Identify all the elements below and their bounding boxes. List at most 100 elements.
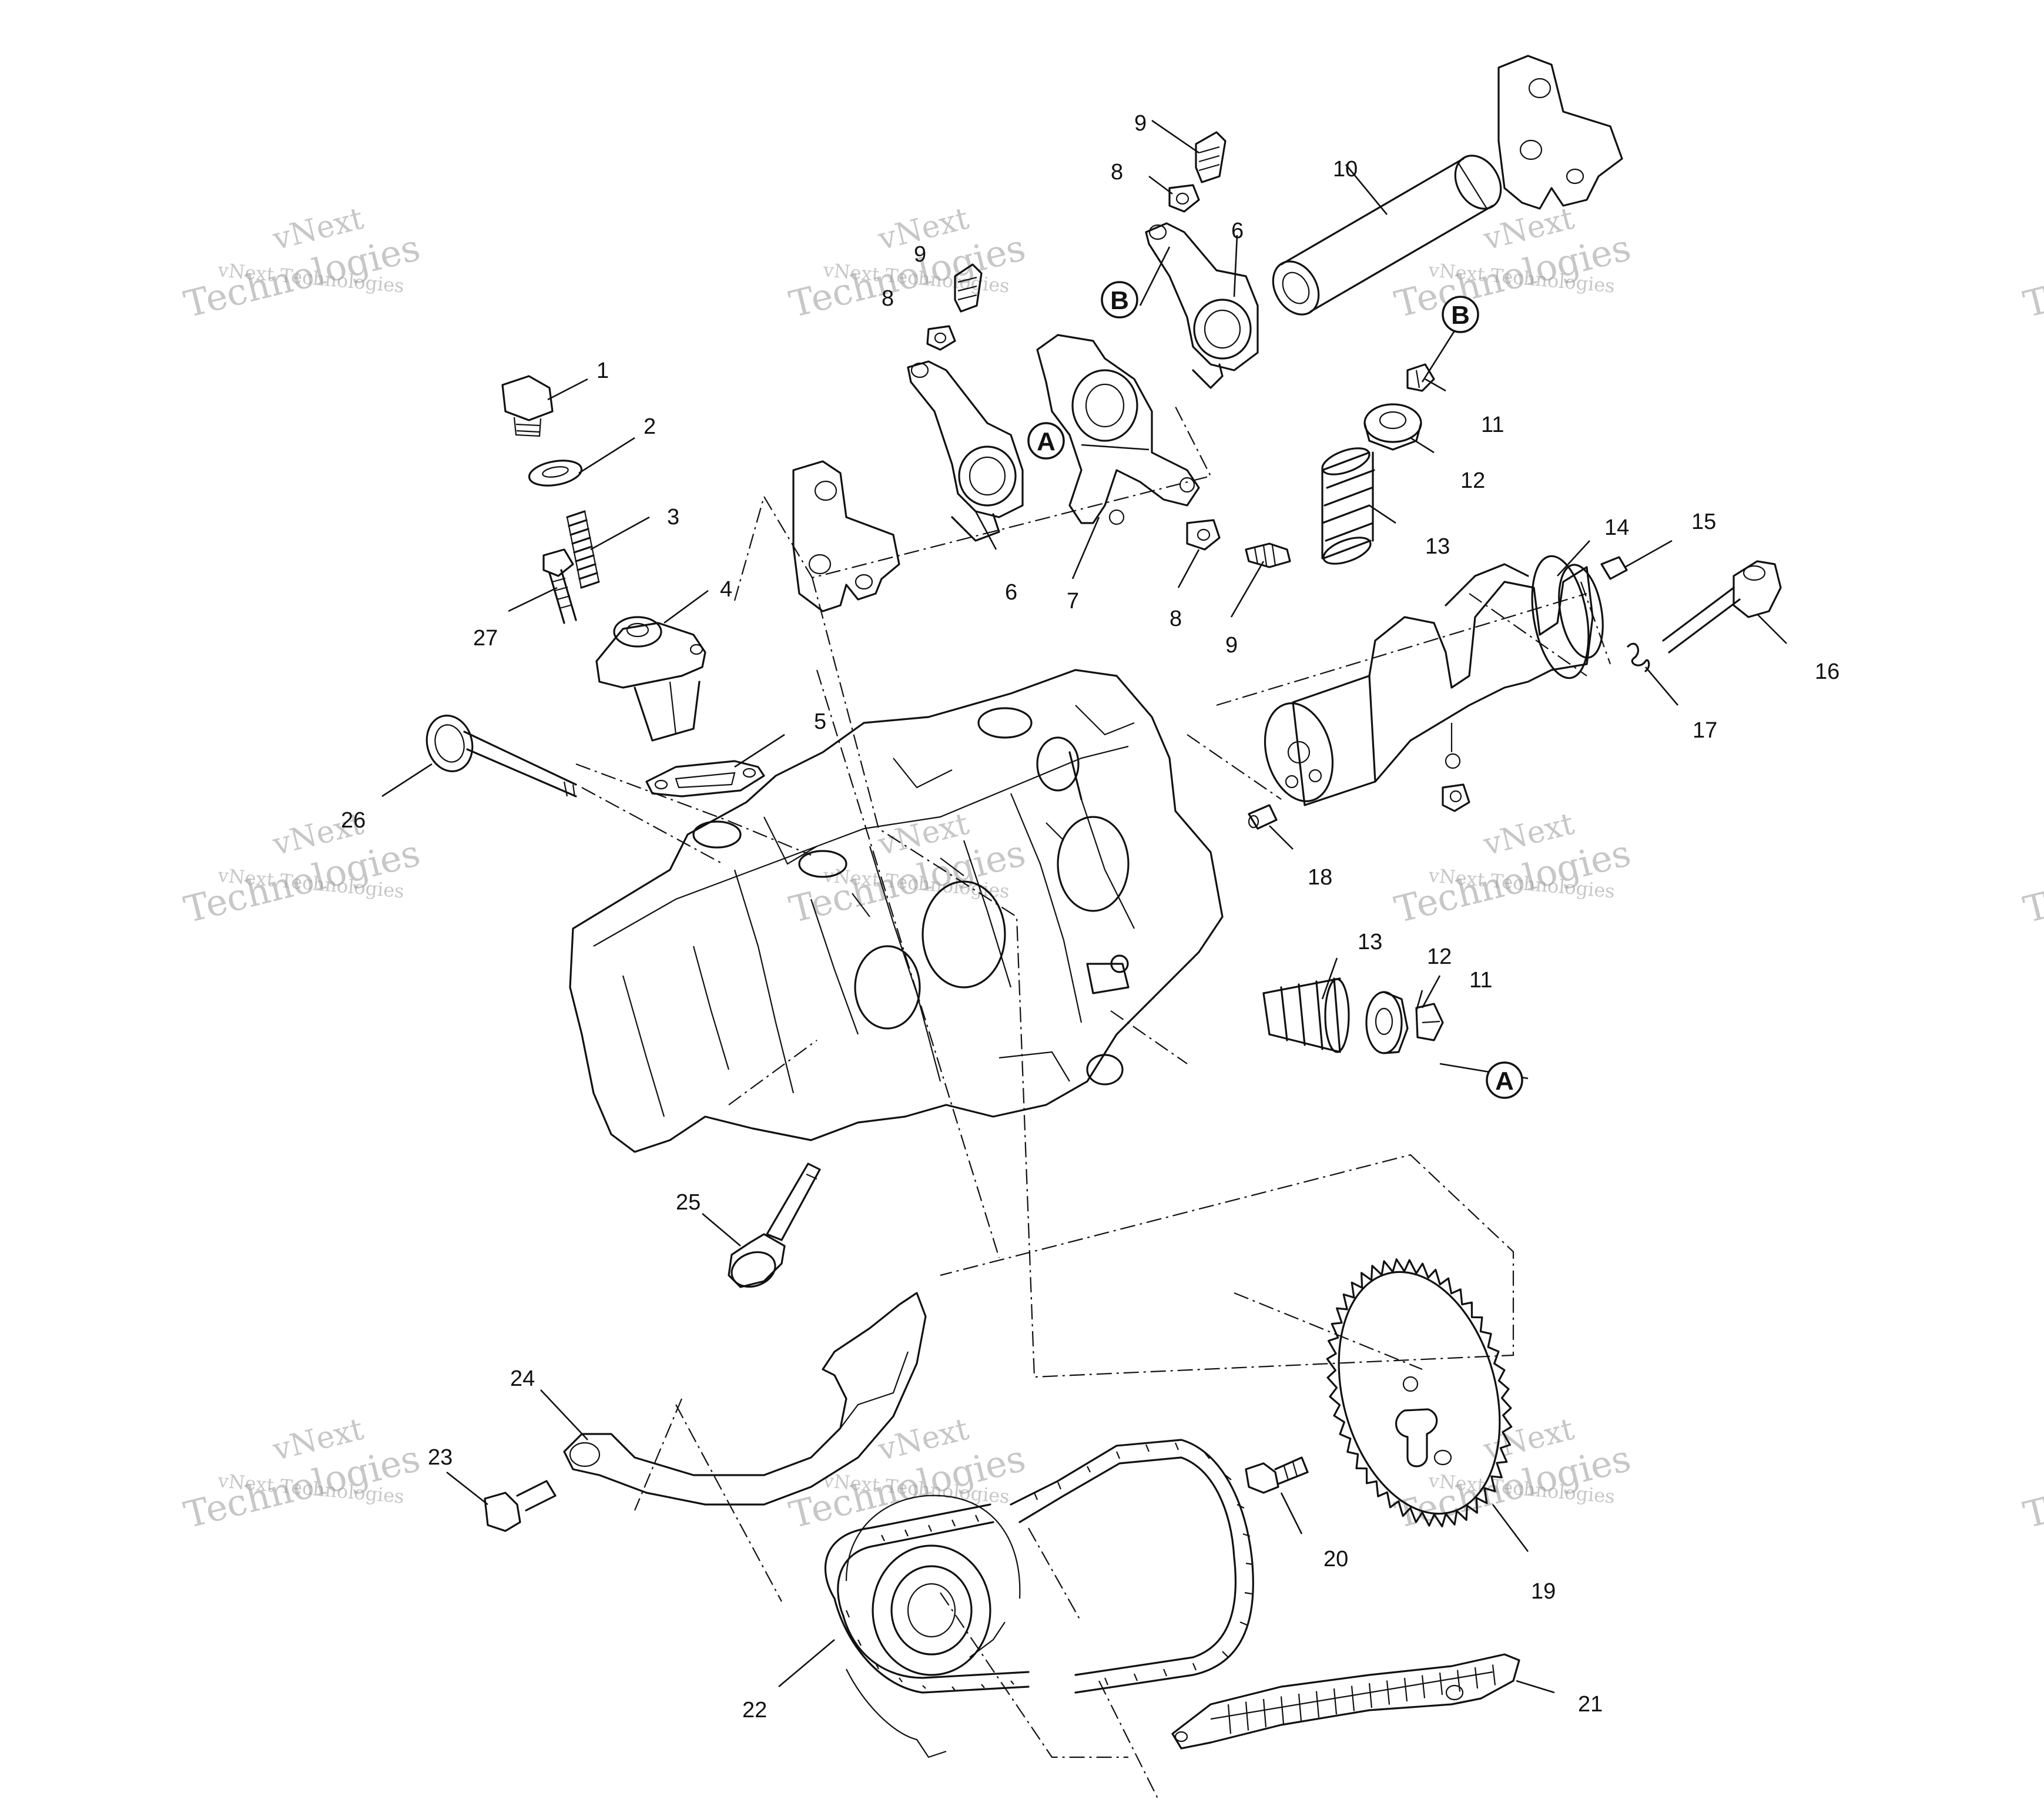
valve-keeper-upper <box>1406 363 1435 392</box>
label-part-26: 26 <box>341 808 366 833</box>
nut-top <box>1168 184 1200 213</box>
label-part-9a: 9 <box>1225 633 1238 658</box>
chain-guide-24 <box>563 1292 927 1506</box>
label-part-8c: 8 <box>882 286 894 311</box>
label-part-7: 7 <box>1067 589 1079 614</box>
rocker-arm-center <box>1036 334 1200 525</box>
callout-b-rocker: B <box>1101 281 1138 319</box>
dowel-pin-15 <box>1600 556 1628 580</box>
label-part-13a: 13 <box>1425 534 1450 559</box>
label-part-22: 22 <box>742 1698 767 1723</box>
label-part-15: 15 <box>1691 510 1716 534</box>
sprocket-bolt-20 <box>1245 1456 1309 1494</box>
rocker-shaft <box>1272 155 1502 316</box>
adjust-screw-top <box>1195 131 1227 183</box>
label-part-8a: 8 <box>1170 607 1182 631</box>
label-part-11b: 11 <box>1469 968 1492 993</box>
cam-chain-tensioner-4 <box>595 616 706 742</box>
label-part-20: 20 <box>1323 1547 1348 1572</box>
callout-a-keeper: A <box>1486 1061 1523 1099</box>
watermark-text: Technologies <box>2019 226 2044 326</box>
rocker-arm-right <box>1145 222 1259 389</box>
valve-spring-retainer-lower <box>1365 991 1409 1054</box>
label-part-12a: 12 <box>1460 468 1485 493</box>
label-part-3: 3 <box>667 505 679 530</box>
spring-17 <box>1627 642 1650 672</box>
cylinder-head <box>569 669 1224 1153</box>
svg-text:B: B <box>1451 301 1470 330</box>
timing-chain-22 <box>824 1439 1254 1694</box>
valve-spring-retainer-upper <box>1363 403 1422 451</box>
label-part-12b: 12 <box>1427 944 1452 969</box>
nut-left <box>926 325 956 351</box>
camshaft <box>1264 555 1604 806</box>
label-part-5: 5 <box>814 709 826 734</box>
label-part-23: 23 <box>428 1445 453 1470</box>
label-part-6a: 6 <box>1005 580 1017 605</box>
decompressor-16 <box>1662 560 1782 654</box>
label-part-13b: 13 <box>1358 930 1382 954</box>
leader-lines <box>381 119 1787 1694</box>
rocker-arm-left <box>907 360 1024 542</box>
label-part-2: 2 <box>644 414 656 439</box>
callout-b-keeper: B <box>1442 296 1479 333</box>
cam-sprocket-19 <box>1326 1258 1513 1527</box>
label-part-24: 24 <box>510 1366 535 1391</box>
adjust-screw-center <box>1245 542 1291 568</box>
label-part-9b: 9 <box>1134 111 1147 136</box>
watermark-text: Technologies <box>2019 831 2044 931</box>
label-part-8b: 8 <box>1111 160 1123 185</box>
label-part-1: 1 <box>597 358 609 383</box>
rocker-support-left <box>792 460 900 612</box>
exhaust-valve-26 <box>425 715 577 798</box>
label-part-4: 4 <box>720 577 732 602</box>
svg-text:B: B <box>1110 286 1129 315</box>
svg-text:A: A <box>1495 1067 1514 1095</box>
label-part-14: 14 <box>1604 515 1629 540</box>
dowel-pin-18 <box>1248 804 1278 830</box>
label-part-16: 16 <box>1815 659 1839 684</box>
label-part-10: 10 <box>1333 157 1358 182</box>
tensioner-bolt-27 <box>542 548 577 624</box>
label-part-18: 18 <box>1308 865 1332 890</box>
intake-valve-25 <box>728 1162 821 1288</box>
valve-spring-lower <box>1262 977 1350 1053</box>
label-part-17: 17 <box>1693 718 1717 743</box>
label-part-9c: 9 <box>914 242 926 267</box>
label-part-25: 25 <box>676 1190 701 1215</box>
label-part-27: 27 <box>473 626 498 651</box>
label-part-6b: 6 <box>1231 219 1244 243</box>
label-part-11a: 11 <box>1481 413 1504 437</box>
watermark-text: Technologies <box>2019 1436 2044 1536</box>
plug-bolt-1 <box>501 375 554 437</box>
adjust-screw-left <box>954 263 983 313</box>
tensioner-gasket-5 <box>645 760 765 798</box>
callout-a-rocker: A <box>1027 422 1065 460</box>
crank-sprocket <box>845 1495 1021 1758</box>
label-part-19: 19 <box>1531 1579 1556 1604</box>
label-part-21: 21 <box>1578 1692 1603 1717</box>
part-labels: 1 2 3 27 4 5 26 25 6 7 8 9 8 9 8 9 6 10 … <box>341 111 1839 1723</box>
cam-nut <box>1442 783 1470 812</box>
nut-center <box>1186 519 1221 551</box>
tensioner-spring-3 <box>566 510 600 589</box>
washer-2 <box>528 460 583 487</box>
guide-bolt-23 <box>484 1480 557 1532</box>
svg-text:A: A <box>1037 427 1055 456</box>
chain-guide-21 <box>1171 1653 1520 1750</box>
assembly-dash-lines <box>575 406 1611 1799</box>
rocker-support-right <box>1497 55 1623 210</box>
valve-keeper-lower <box>1415 1003 1444 1041</box>
